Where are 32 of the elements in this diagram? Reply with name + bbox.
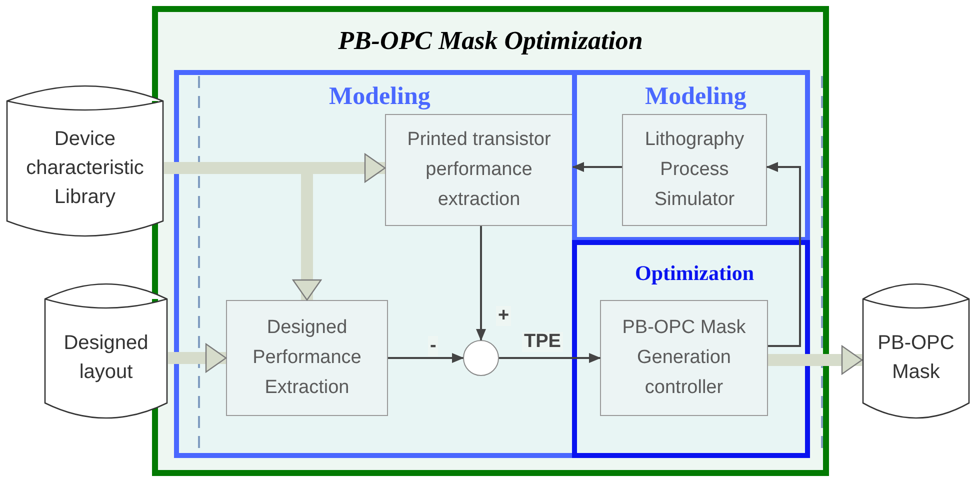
group-heading: Modeling <box>329 83 430 111</box>
arrow <box>476 226 486 341</box>
group-box <box>572 70 810 242</box>
block-arrow <box>768 345 863 375</box>
database-cylinder <box>44 283 168 419</box>
process-label: Lithography Process Simulator <box>644 128 746 212</box>
edge-label: TPE <box>522 332 563 352</box>
arrow <box>572 162 622 172</box>
arrow <box>499 353 601 363</box>
group-box <box>572 240 810 458</box>
process-box <box>226 300 388 416</box>
edge-label: + <box>496 306 512 326</box>
arrow <box>766 162 801 347</box>
database-label: PB-OPC Mask <box>876 331 956 385</box>
diagram-heading: PB-OPC Mask Optimization <box>337 26 644 56</box>
summing-junction <box>463 340 499 376</box>
database-cylinder <box>862 283 970 419</box>
arrow <box>388 353 464 363</box>
optimization-frame <box>152 6 829 476</box>
process-box <box>622 114 767 226</box>
database-label: Device characteristic Library <box>25 126 145 210</box>
process-box <box>600 300 768 416</box>
group-heading: Optimization <box>635 261 754 286</box>
group-heading: Modeling <box>645 83 746 111</box>
process-label: Designed Performance Extraction <box>252 316 362 400</box>
process-box <box>385 114 573 226</box>
edge-label: - <box>428 336 438 356</box>
database-label: Designed layout <box>62 331 150 385</box>
database-cylinder <box>6 85 164 237</box>
block-arrow <box>168 343 227 373</box>
process-label: PB-OPC Mask Generation controller <box>621 316 747 400</box>
process-label: Printed transistor performance extraction <box>406 128 552 212</box>
